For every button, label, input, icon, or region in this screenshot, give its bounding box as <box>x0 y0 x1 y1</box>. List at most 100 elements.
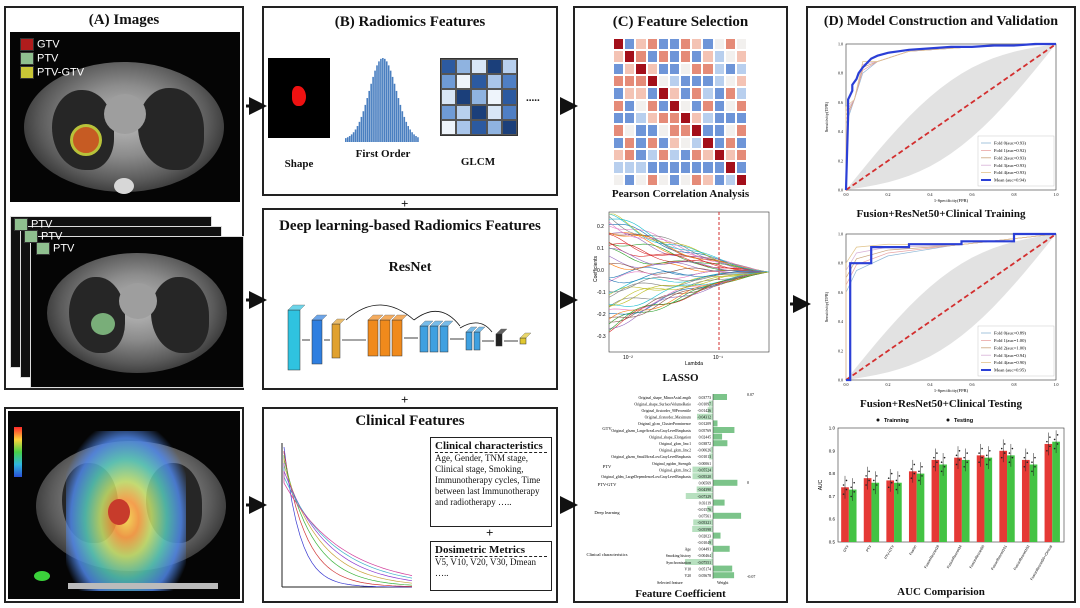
legend-gtv-label: GTV <box>37 38 60 51</box>
glcm-cell <box>471 119 487 135</box>
coef-bar <box>713 565 733 572</box>
clinical-box: Clinical characteristics Age, Gender, TN… <box>430 437 552 527</box>
corr-cell <box>613 50 625 63</box>
panel-radiomics: (B) Radiomics Features Shape First Order… <box>262 6 558 196</box>
coef-feature-label: V20 <box>684 574 691 578</box>
auc-point <box>868 470 870 473</box>
auc-point <box>1011 447 1014 450</box>
corr-cell <box>635 161 647 174</box>
roc-legend-label: Fold 1(auc=0.92) <box>994 148 1026 153</box>
corr-cell <box>735 38 747 51</box>
corr-cell <box>635 148 647 162</box>
corr-cell <box>735 148 747 162</box>
roc-ytick: 1.0 <box>838 232 843 237</box>
coef-value-label: -0.04312 <box>697 416 711 420</box>
corr-cell <box>680 38 692 51</box>
auc-point <box>875 475 878 477</box>
corr-cell <box>691 148 703 162</box>
roc-xtick: 1.0 <box>1054 192 1059 197</box>
glcm-matrix <box>440 58 518 136</box>
corr-cell <box>713 87 725 100</box>
lasso-ylabel: Coefficients <box>593 255 599 282</box>
corr-cell <box>691 124 703 137</box>
lasso-path <box>608 271 770 331</box>
histogram-bar <box>411 132 413 142</box>
coef-bar <box>713 420 718 427</box>
resnet-block-top <box>429 320 444 327</box>
dvh-line <box>283 459 413 584</box>
coef-value-label: 0.05678 <box>699 574 711 578</box>
coef-value-label: -0.01013 <box>697 455 711 459</box>
corr-cell <box>702 99 714 112</box>
corr-cell <box>702 111 714 125</box>
auc-legend-label: Trainning <box>884 418 909 424</box>
corr-cell <box>624 99 636 112</box>
dosimetric-box-body: V5, V10, V20, V30, Dmean ….. <box>435 557 536 578</box>
auc-point <box>853 491 855 493</box>
corr-cell <box>657 74 669 88</box>
lasso-ytick: 0.2 <box>597 224 604 230</box>
corr-cell <box>657 124 669 137</box>
coef-bar <box>709 453 713 460</box>
roc-ci-band <box>846 234 1056 380</box>
coef-group-label: PTV-GTV <box>598 482 618 487</box>
corr-cell <box>613 87 625 100</box>
lasso-path <box>608 218 770 273</box>
legend-gtv-swatch <box>20 38 34 51</box>
corr-cell <box>657 136 669 149</box>
corr-cell <box>713 50 725 63</box>
corr-cell <box>724 62 736 75</box>
coef-feature-label: Original_glcm_Imc2 <box>659 468 691 472</box>
resnet-block-top <box>391 314 408 321</box>
lasso-path <box>608 271 770 293</box>
histogram-bar <box>382 58 384 142</box>
auc-point <box>978 452 980 454</box>
coef-value-label: -0.00626 <box>697 449 711 453</box>
roc-legend-label: Fold 2(auc=1.00) <box>994 345 1026 350</box>
auc-bar <box>961 459 970 542</box>
more-dots: ..... <box>526 92 540 104</box>
auc-point <box>985 463 988 466</box>
coef-value-label: 0.05174 <box>699 567 711 571</box>
plus-2: + <box>401 392 409 407</box>
corr-cell <box>713 124 725 137</box>
resnet-block-top <box>287 304 306 311</box>
corr-cell <box>668 38 680 51</box>
corr-cell <box>713 99 725 112</box>
glcm-cell <box>486 104 502 120</box>
roc-xtick: 0.0 <box>844 382 849 387</box>
corr-cell <box>713 38 725 51</box>
auc-bar <box>1052 441 1060 542</box>
histogram-bar <box>360 116 363 142</box>
lasso-path <box>608 271 770 318</box>
lasso-label: LASSO <box>662 372 699 384</box>
coef-value-label: -0.07551 <box>697 561 711 565</box>
roc-legend <box>977 325 1055 377</box>
corr-cell <box>624 136 636 149</box>
corr-cell <box>657 111 669 125</box>
dvh-line <box>283 471 413 576</box>
coef-value-label: -0.00464 <box>697 554 711 558</box>
glcm-cell <box>501 104 517 120</box>
corr-cell <box>635 87 647 100</box>
auc-legend-label: Testing <box>954 418 973 424</box>
corr-cell <box>691 173 703 186</box>
roc-ytick: 0.2 <box>838 348 843 353</box>
corr-cell <box>702 74 714 88</box>
lasso-ytick: -0.3 <box>597 334 606 340</box>
glcm-cell <box>501 74 517 90</box>
roc-legend-label: Fold 2(auc=0.93) <box>994 155 1026 160</box>
roc-training-chart: 0.00.00.20.20.40.40.60.60.80.81.01.01-Sp… <box>824 42 1059 204</box>
corr-cell <box>613 38 625 51</box>
auc-bar <box>976 455 985 542</box>
glcm-cell <box>441 119 457 135</box>
lasso-ytick: 0.0 <box>597 268 604 274</box>
corr-cell <box>635 74 647 88</box>
roc-legend <box>977 135 1055 187</box>
lasso-path <box>608 271 770 298</box>
coef-bar <box>713 545 730 552</box>
legend-ptv-swatch <box>20 52 34 65</box>
coef-bar <box>710 446 713 453</box>
auc-bar <box>1044 443 1053 542</box>
